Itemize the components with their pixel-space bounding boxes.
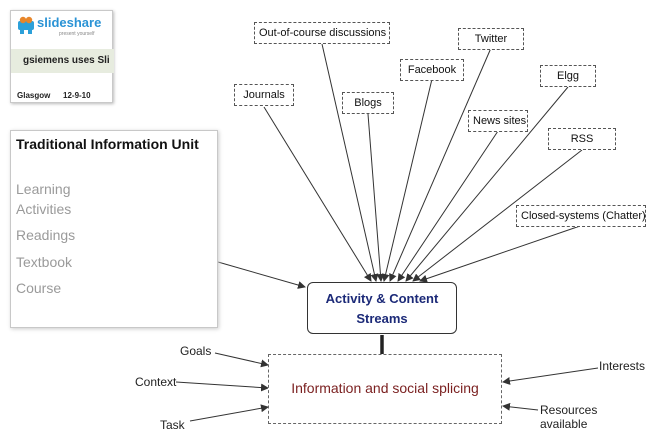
source-out-of-course-discussions: Out-of-course discussions <box>254 22 390 44</box>
splicing-label: Information and social splicing <box>291 380 479 396</box>
input-task: Task <box>160 418 185 432</box>
traditional-item-learning: Learning <box>16 181 71 197</box>
arrow-goals <box>214 352 269 368</box>
traditional-item-readings: Readings <box>16 227 76 243</box>
source-journals: Journals <box>234 84 294 106</box>
source-news-sites: News sites <box>468 110 528 132</box>
arrow-elgg <box>405 86 569 282</box>
input-resources-available: Resources available <box>540 403 598 431</box>
arrow-journals <box>263 106 372 282</box>
arrow-resources <box>502 402 539 411</box>
arrow-twitter <box>389 47 492 282</box>
source-closed-systems: Closed-systems (Chatter) <box>516 205 646 227</box>
badge-date: 12-9-10 <box>63 91 91 100</box>
source-rss: RSS <box>548 128 616 150</box>
streams-line-2: Streams <box>356 311 408 326</box>
badge-user-line: gsiemens uses Sli <box>11 49 114 73</box>
arrow-rss <box>412 149 583 282</box>
traditional-info-unit: Traditional Information Unit Learning Ac… <box>10 130 218 328</box>
arrow-context <box>175 381 269 392</box>
traditional-title: Traditional Information Unit <box>16 136 199 152</box>
badge-location: Glasgow <box>17 91 51 100</box>
activity-content-streams-box: Activity & Content Streams <box>307 282 457 334</box>
arrow-interests <box>502 367 599 385</box>
arrow-facebook <box>381 78 433 282</box>
traditional-item-activities: Activities <box>16 201 72 217</box>
arrow-blogs <box>367 113 385 282</box>
arrow-news-sites <box>397 130 499 282</box>
traditional-item-course: Course <box>16 280 62 296</box>
traditional-item-textbook: Textbook <box>16 254 73 270</box>
slideshare-logo-text: slideshare <box>37 15 102 30</box>
source-twitter: Twitter <box>458 28 524 50</box>
arrow-traditional <box>217 261 306 289</box>
arrow-task <box>189 404 269 422</box>
arrow-closed-systems <box>419 225 581 283</box>
source-elgg: Elgg <box>540 65 596 87</box>
streams-line-1: Activity & Content <box>325 291 439 306</box>
information-social-splicing-box: Information and social splicing <box>268 354 502 424</box>
source-blogs: Blogs <box>342 92 394 114</box>
slideshare-logo-icon <box>17 15 35 35</box>
source-facebook: Facebook <box>400 59 464 81</box>
input-goals: Goals <box>180 344 212 358</box>
input-context: Context <box>135 375 177 389</box>
input-interests: Interests <box>599 359 646 373</box>
slideshare-badge[interactable]: slideshare present yourself gsiemens use… <box>10 10 114 103</box>
arrow-out-of-course <box>321 43 379 282</box>
slideshare-tagline: present yourself <box>59 31 95 37</box>
